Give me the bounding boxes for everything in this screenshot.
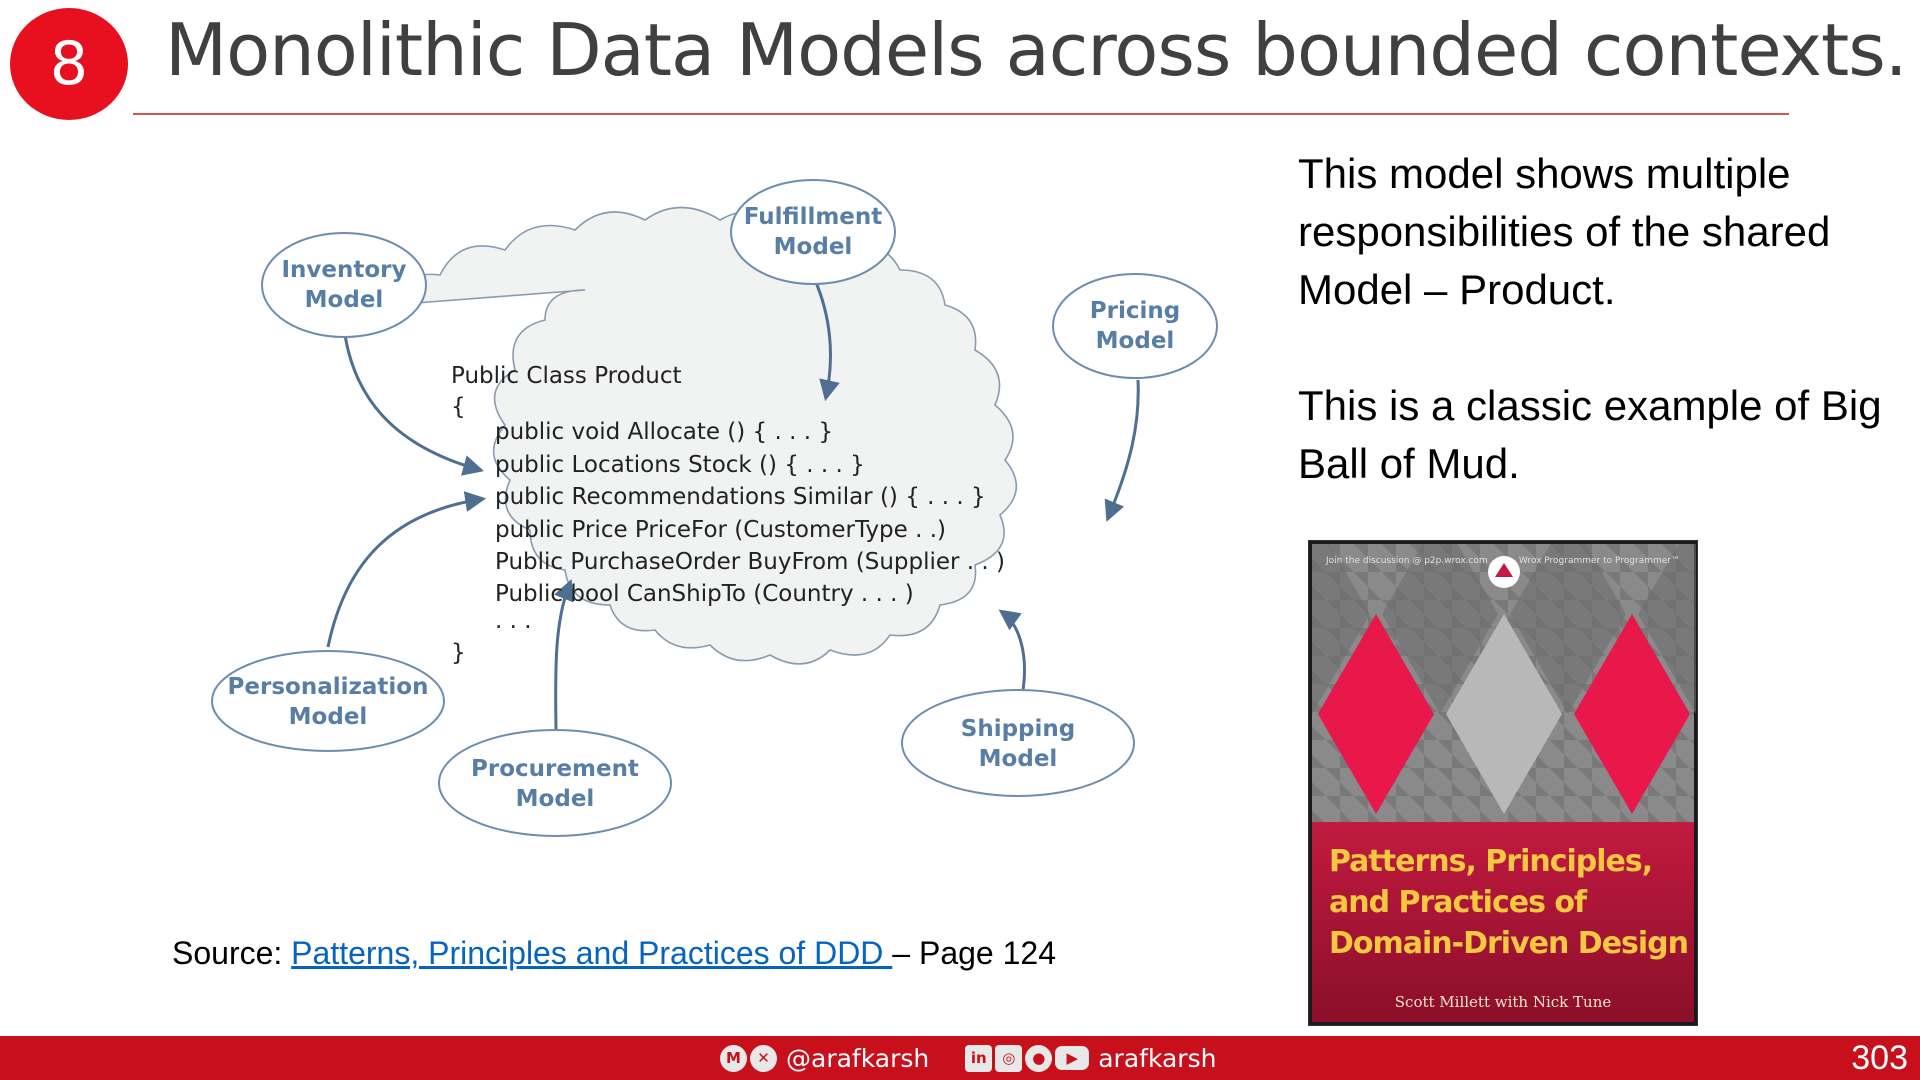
page-number: 303 <box>1851 1039 1908 1077</box>
page-title: Monolithic Data Models across bounded co… <box>165 8 1908 92</box>
book-authors: Scott Millett with Nick Tune <box>1394 993 1612 1011</box>
svg-text:Model: Model <box>305 287 384 313</box>
pricing-arrow <box>1104 379 1140 522</box>
svg-text:public Locations Stock () { .: public Locations Stock () { . . . } <box>495 452 865 478</box>
fulfillment-arrow <box>813 279 840 402</box>
svg-text:. . .: . . . <box>495 608 532 634</box>
personalization-arrow <box>326 491 487 648</box>
svg-text:public Recommendations Similar: public Recommendations Similar () { . . … <box>495 484 986 510</box>
svg-text:public void Allocate () { . .: public void Allocate () { . . . } <box>495 419 833 445</box>
book-title: Patterns, Principles, and Practices of D… <box>1329 844 1689 961</box>
svg-text:Pricing: Pricing <box>1090 298 1180 324</box>
fulfillment-model: Fulfillment Model <box>730 179 896 285</box>
svg-text:Model: Model <box>289 704 368 730</box>
book-cover: Join the discussion @ p2p.wrox.com Wrox … <box>1308 540 1698 1026</box>
slide-number: 8 <box>49 29 89 99</box>
pricing-model: Pricing Model <box>1052 273 1218 379</box>
book-cover-pattern: Join the discussion @ p2p.wrox.com Wrox … <box>1312 544 1696 822</box>
svg-text:Personalization: Personalization <box>228 674 429 700</box>
description: This model shows multiple responsibiliti… <box>1298 145 1898 493</box>
svg-text:Model: Model <box>516 786 595 812</box>
inventory-arrow <box>343 334 485 476</box>
svg-text:Public bool CanShipTo (Country: Public bool CanShipTo (Country . . . ) <box>495 581 914 607</box>
product-cloud <box>388 206 1018 665</box>
svg-text:Fulfillment: Fulfillment <box>744 204 883 230</box>
footer-bar: M ✕ @arafkarsh in ◎ ● ▶ arafkarsh 303 <box>0 1036 1920 1080</box>
description-paragraph-1: This model shows multiple responsibiliti… <box>1298 150 1831 313</box>
svg-text:Model: Model <box>774 234 853 260</box>
linkedin-icon[interactable]: in <box>965 1044 993 1072</box>
inventory-model: Inventory Model <box>261 232 427 338</box>
social-handle-at: @arafkarsh <box>786 1043 930 1073</box>
book-top-left-text: Join the discussion @ p2p.wrox.com <box>1326 556 1488 566</box>
shipping-model: Shipping Model <box>901 689 1135 797</box>
svg-text:Public Class Product: Public Class Product <box>451 363 682 389</box>
github-icon[interactable]: ● <box>1025 1044 1053 1072</box>
book-title-band <box>1312 822 1694 1022</box>
book-top-right-text: Wrox Programmer to Programmer™ <box>1518 556 1680 566</box>
medium-icon[interactable]: M <box>720 1044 747 1072</box>
svg-text:Shipping: Shipping <box>961 716 1075 742</box>
personalization-model: Personalization Model <box>211 650 445 752</box>
social-handles: M ✕ @arafkarsh in ◎ ● ▶ arafkarsh <box>720 1036 1252 1080</box>
svg-text:{: { <box>451 394 466 420</box>
svg-text:Procurement: Procurement <box>471 756 639 782</box>
x-icon[interactable]: ✕ <box>750 1044 777 1072</box>
svg-text:Inventory: Inventory <box>281 257 406 283</box>
svg-text:Model: Model <box>1096 328 1175 354</box>
shipping-arrow <box>998 609 1026 691</box>
slide-number-badge: 8 <box>10 8 128 120</box>
procurement-model: Procurement Model <box>438 729 672 837</box>
svg-text:Model: Model <box>979 746 1058 772</box>
product-class-code: Public Class Product { public void Alloc… <box>451 363 1005 666</box>
youtube-icon[interactable]: ▶ <box>1055 1046 1090 1070</box>
svg-text:}: } <box>451 640 466 666</box>
product-model-diagram: Inventory Model Fulfillment Model Pricin… <box>211 179 1218 837</box>
procurement-arrow <box>553 579 574 730</box>
svg-text:Public PurchaseOrder BuyFrom (: Public PurchaseOrder BuyFrom (Supplier .… <box>495 549 1005 575</box>
source-suffix: – Page 124 <box>892 935 1056 971</box>
svg-text:public Price PriceFor (Custome: public Price PriceFor (CustomerType . .) <box>495 517 946 543</box>
description-paragraph-2: This is a classic example of Big Ball of… <box>1298 382 1882 487</box>
instagram-icon[interactable]: ◎ <box>995 1044 1023 1072</box>
source-prefix: Source: <box>172 935 292 971</box>
source-citation: Source: Patterns, Principles and Practic… <box>172 935 1056 972</box>
social-handle: arafkarsh <box>1098 1043 1217 1073</box>
title-divider <box>133 113 1789 115</box>
source-link[interactable]: Patterns, Principles and Practices of DD… <box>291 935 893 971</box>
